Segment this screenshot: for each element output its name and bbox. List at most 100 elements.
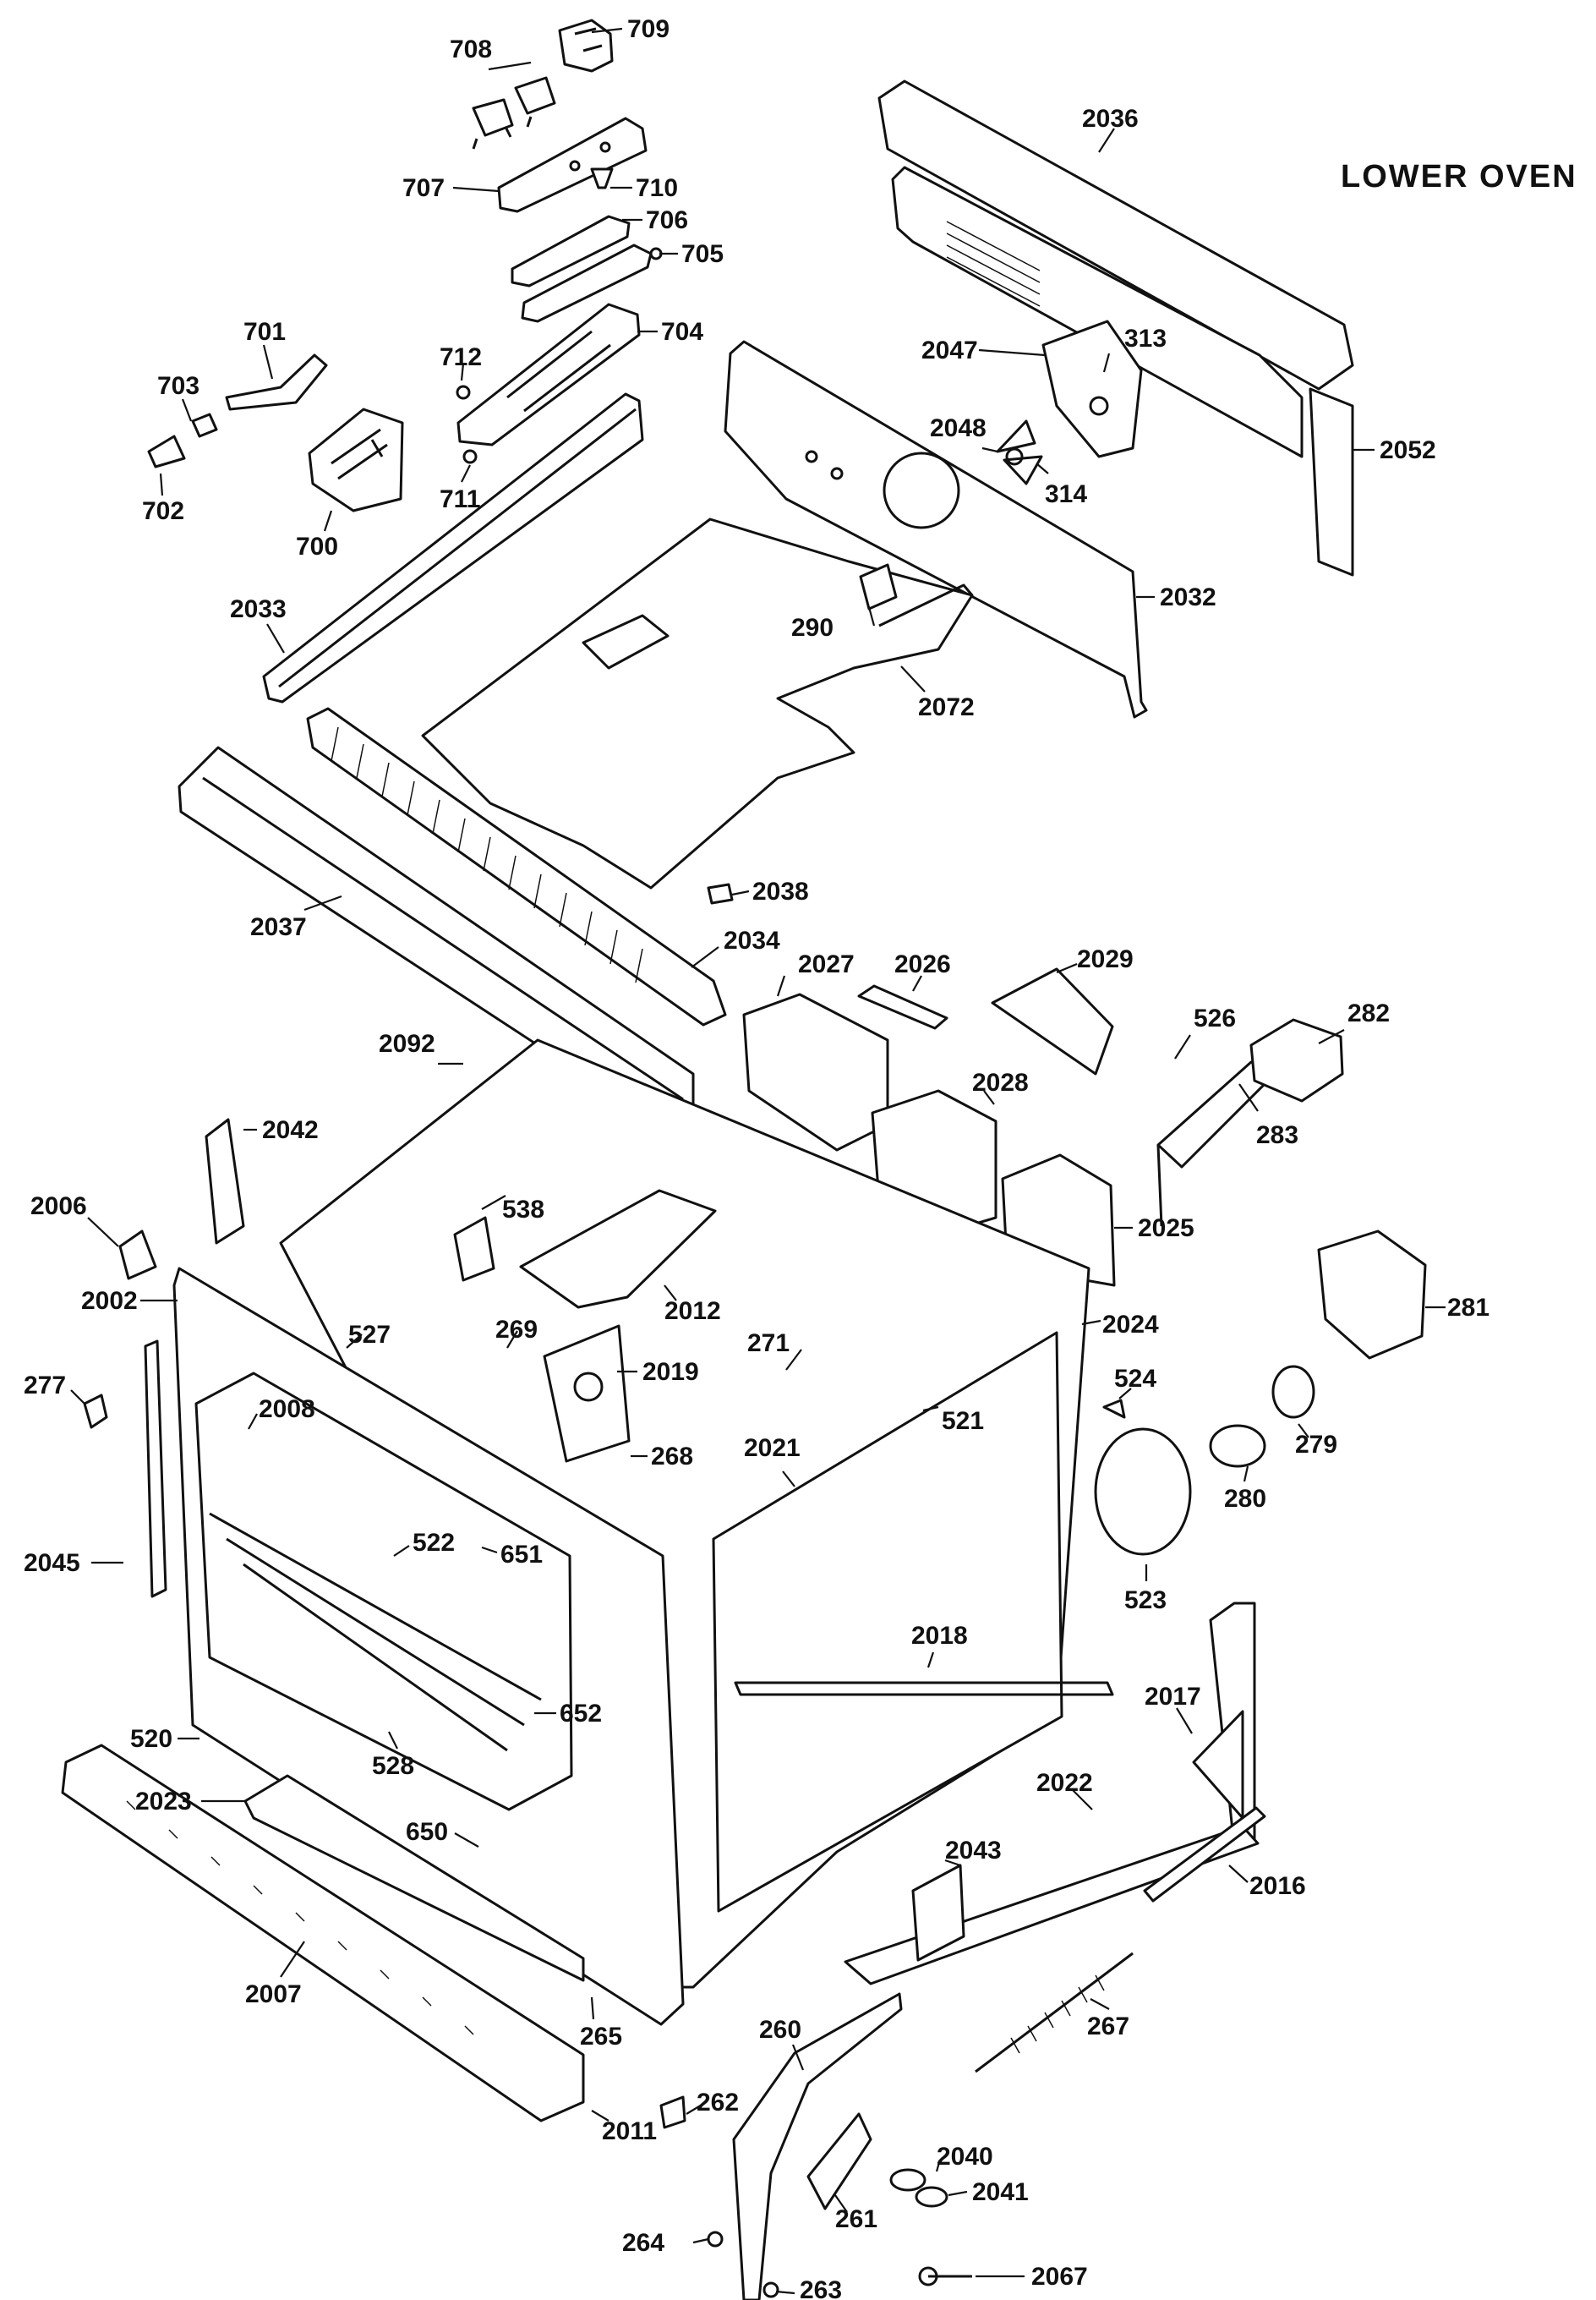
callout-702: 702 <box>142 497 184 525</box>
callout-703: 703 <box>157 372 200 400</box>
bracket-2043 <box>911 1864 965 1962</box>
callout-2006: 2006 <box>30 1192 87 1220</box>
clip-262 <box>659 2095 686 2129</box>
callout-314: 314 <box>1045 480 1087 508</box>
diagram-title: LOWER OVEN <box>1341 159 1577 194</box>
callout-282: 282 <box>1347 999 1390 1027</box>
callout-268: 268 <box>651 1443 693 1470</box>
hinge-260-261 <box>732 1992 903 2300</box>
callout-2016: 2016 <box>1249 1872 1306 1900</box>
callout-264: 264 <box>622 2229 664 2257</box>
plate-707 <box>497 117 648 213</box>
callout-710: 710 <box>636 174 678 202</box>
callout-2034: 2034 <box>724 927 780 955</box>
callout-2018: 2018 <box>911 1622 968 1650</box>
fan-bracket-2047-313 <box>1041 320 1143 458</box>
callout-2029: 2029 <box>1077 945 1134 973</box>
rail-2022 <box>844 1825 1260 1985</box>
callout-2007: 2007 <box>245 1980 302 2008</box>
knob-702 <box>147 435 186 468</box>
callout-labels: 709 708 707 710 706 705 704 701 703 702 … <box>24 15 1489 2300</box>
callout-2037: 2037 <box>250 913 307 941</box>
callout-521: 521 <box>942 1407 984 1435</box>
lens-279 <box>1271 1365 1315 1419</box>
oven-body <box>172 1038 1114 2026</box>
callout-2011: 2011 <box>602 2117 657 2145</box>
callout-263: 263 <box>800 2276 842 2300</box>
callout-522: 522 <box>413 1529 455 1557</box>
callout-2026: 2026 <box>894 950 951 978</box>
slide-706 <box>511 215 631 288</box>
rollers-2040-2041 <box>889 2168 948 2208</box>
callout-705: 705 <box>681 240 724 268</box>
vent-2034 <box>306 707 727 1027</box>
callout-2021: 2021 <box>744 1434 801 1462</box>
spring-712-711 <box>456 385 478 464</box>
callout-2045: 2045 <box>24 1549 80 1577</box>
callout-313: 313 <box>1124 325 1167 353</box>
callout-2048: 2048 <box>930 414 987 442</box>
callout-2038: 2038 <box>752 878 809 906</box>
plate-2042 <box>205 1118 245 1245</box>
callout-2052: 2052 <box>1380 436 1436 464</box>
bracket-538 <box>453 1216 495 1282</box>
fan-314 <box>996 419 1043 485</box>
callout-711: 711 <box>440 485 480 513</box>
callout-706: 706 <box>646 206 688 234</box>
callout-2017: 2017 <box>1145 1683 1201 1711</box>
light-socket-281 <box>1317 1229 1427 1360</box>
callout-2072: 2072 <box>918 693 975 721</box>
callout-2047: 2047 <box>921 337 978 364</box>
top-cover-2072 <box>421 518 974 890</box>
duct-2027 <box>742 993 889 1152</box>
callout-520: 520 <box>130 1725 172 1753</box>
knob-703 <box>191 413 218 438</box>
lock-motor-700 <box>308 408 404 512</box>
callout-269: 269 <box>495 1316 538 1344</box>
thermostat-290 <box>859 563 898 611</box>
callout-2022: 2022 <box>1036 1769 1093 1797</box>
cover-2029 <box>991 967 1114 1076</box>
callout-281: 281 <box>1447 1294 1489 1322</box>
callout-526: 526 <box>1194 1005 1236 1032</box>
rear-panel-2032 <box>724 340 1148 719</box>
callout-704: 704 <box>661 318 703 346</box>
callout-265: 265 <box>580 2023 622 2051</box>
callout-261: 261 <box>835 2205 877 2233</box>
callout-651: 651 <box>500 1541 543 1569</box>
callout-538: 538 <box>502 1196 544 1224</box>
box-2019-268 <box>543 1324 631 1463</box>
callout-2002: 2002 <box>81 1287 138 1315</box>
latch-plate-704 <box>456 303 641 446</box>
callout-290: 290 <box>791 614 834 642</box>
callout-283: 283 <box>1256 1121 1298 1149</box>
callout-2092: 2092 <box>379 1030 435 1058</box>
callout-262: 262 <box>697 2089 739 2117</box>
rail-2033 <box>262 392 644 704</box>
callout-271: 271 <box>747 1329 790 1357</box>
callout-279: 279 <box>1295 1431 1337 1459</box>
callout-2033: 2033 <box>230 595 287 623</box>
callout-280: 280 <box>1224 1485 1266 1513</box>
strap-2026 <box>857 984 948 1030</box>
callout-708: 708 <box>450 36 492 63</box>
bolt-277 <box>83 1394 108 1429</box>
callout-2032: 2032 <box>1160 583 1216 611</box>
callout-2036: 2036 <box>1082 105 1139 133</box>
callout-707: 707 <box>402 174 445 202</box>
kick-panel-2007 <box>61 1744 585 2122</box>
callout-2019: 2019 <box>642 1358 699 1386</box>
spring-267 <box>975 1952 1134 2073</box>
screw-710 <box>590 167 614 189</box>
callout-2042: 2042 <box>262 1116 319 1144</box>
panel-2036 <box>877 79 1354 458</box>
cover-523 <box>1094 1427 1192 1556</box>
callout-2012: 2012 <box>664 1297 721 1325</box>
panel-2052 <box>1309 387 1354 577</box>
clip-2006 <box>118 1229 157 1280</box>
bulb-280 <box>1209 1424 1266 1468</box>
clip-2038 <box>707 883 734 905</box>
bracket-2017 <box>1192 1602 1256 1848</box>
callout-2008: 2008 <box>259 1395 315 1423</box>
